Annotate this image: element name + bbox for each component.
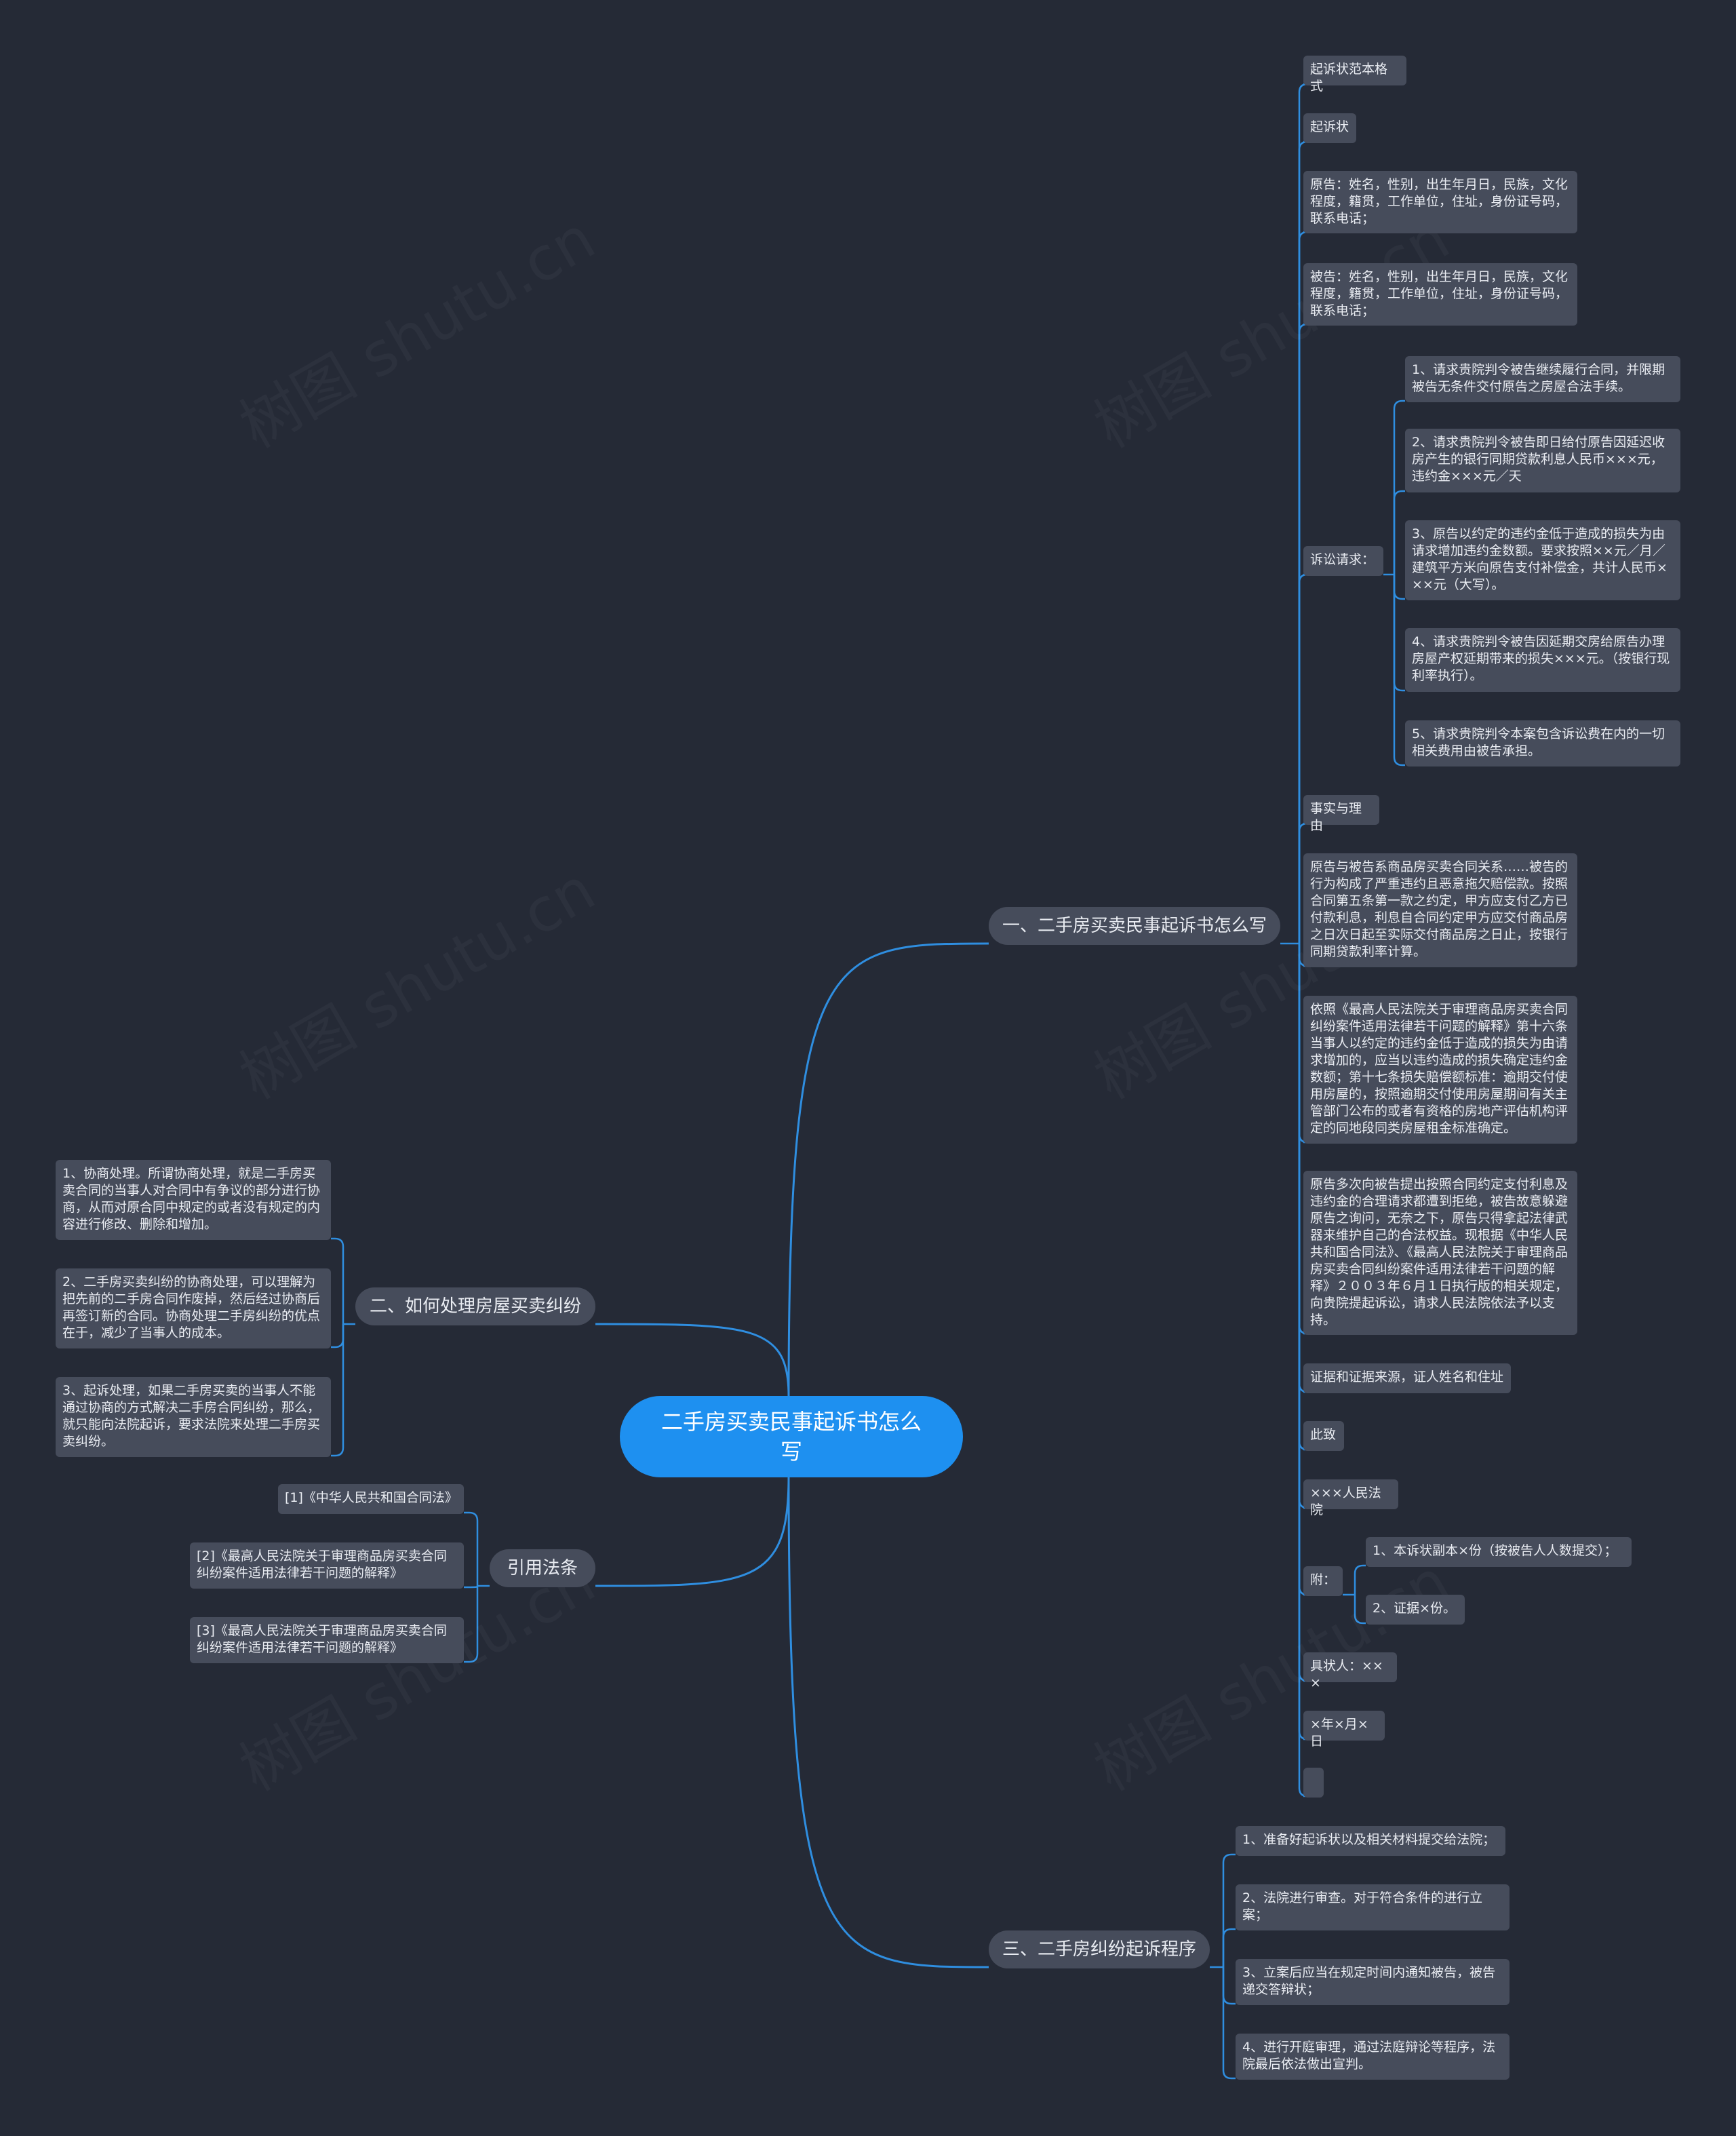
connector-line [1393,400,1405,575]
leaf-item-empty[interactable] [1303,1768,1324,1798]
connector-line [1393,575,1405,692]
attachment-item[interactable]: 1、本诉状副本×份（按被告人人数提交）； [1366,1537,1632,1567]
connector-line [787,942,989,1397]
leaf-item[interactable]: 原告：姓名，性别，出生年月日，民族，文化程度，籍贯，工作单位，住址，身份证号码，… [1303,171,1577,233]
connector-line [1222,1967,1236,2080]
leaf-item[interactable]: 2、二手房买卖纠纷的协商处理，可以理解为把先前的二手房合同作废掉，然后经过协商后… [56,1268,331,1348]
claim-item[interactable]: 4、请求贵院判令被告因延期交房给原告办理房屋产权延期带来的损失×××元。（按银行… [1405,628,1680,692]
connector-line [787,1477,989,1968]
connector-line [1393,490,1405,575]
leaf-item[interactable]: 起诉状 [1303,113,1356,143]
connector-line [331,1237,344,1324]
connector-line [1222,1928,1236,1967]
connector-line [464,1511,479,1586]
branch-topic-cited-laws[interactable]: 引用法条 [490,1549,595,1587]
leaf-item[interactable]: 此致 [1303,1421,1344,1451]
leaf-item[interactable]: 事实与理由 [1303,795,1379,833]
claim-item[interactable]: 5、请求贵院判令本案包含诉讼费在内的一切相关费用由被告承担。 [1405,720,1680,766]
connector-line [595,1477,790,1587]
leaf-item[interactable]: 3、起诉处理，如果二手房买卖的当事人不能通过协商的方式解决二手房合同纠纷，那么，… [56,1377,331,1457]
claim-item[interactable]: 1、请求贵院判令被告继续履行合同，并限期被告无条件交付原告之房屋合法手续。 [1405,356,1680,402]
claim-item[interactable]: 2、请求贵院判令被告即日给付原告因延迟收房产生的银行同期贷款利息人民币×××元，… [1405,429,1680,492]
connector-line [595,1323,790,1397]
procedure-step[interactable]: 4、进行开庭审理，通过法庭辩论等程序，法院最后依法做出宣判。 [1236,2034,1510,2080]
leaf-item[interactable]: ×××人民法院 [1303,1479,1398,1517]
branch-topic-procedure[interactable]: 三、二手房纠纷起诉程序 [989,1930,1210,1968]
connector-line [1393,575,1405,600]
leaf-item[interactable]: 证据和证据来源，证人姓名和住址 [1303,1363,1511,1393]
leaf-item[interactable]: 起诉状范本格式 [1303,56,1406,94]
procedure-step[interactable]: 3、立案后应当在规定时间内通知被告，被告递交答辩状； [1236,1959,1510,2005]
connector-line [1354,1564,1366,1595]
procedure-step[interactable]: 2、法院进行审查。对于符合条件的进行立案； [1236,1884,1510,1930]
attachment-item[interactable]: 2、证据×份。 [1366,1595,1465,1625]
law-citation[interactable]: [2]《最高人民法院关于审理商品房买卖合同纠纷案件适用法律若干问题的解释》 [190,1542,464,1589]
leaf-item-claims[interactable]: 诉讼请求： [1303,546,1383,576]
connector-line [1354,1595,1366,1625]
root-title: 二手房买卖民事起诉书怎么写 [660,1409,922,1464]
leaf-item[interactable]: 被告：姓名，性别，出生年月日，民族，文化程度，籍贯，工作单位，住址，身份证号码，… [1303,263,1577,326]
leaf-item[interactable]: 原告多次向被告提出按照合同约定支付利息及违约金的合理请求都遭到拒绝，被告故意躲避… [1303,1171,1577,1335]
law-citation[interactable]: [1]《中华人民共和国合同法》 [278,1484,464,1514]
leaf-item[interactable]: ×年×月×日 [1303,1711,1385,1749]
leaf-item[interactable]: 依照《最高人民法院关于审理商品房买卖合同纠纷案件适用法律若干问题的解释》第十六条… [1303,996,1577,1144]
connector-line [331,1324,344,1457]
branch-topic-how-to-write[interactable]: 一、二手房买卖民事起诉书怎么写 [989,907,1280,945]
connector-line [1222,1967,1236,2005]
leaf-item-attachments[interactable]: 附： [1303,1566,1343,1596]
leaf-item[interactable]: 1、协商处理。所谓协商处理，就是二手房买卖合同的当事人对合同中有争议的部分进行协… [56,1160,331,1240]
law-citation[interactable]: [3]《最高人民法院关于审理商品房买卖合同纠纷案件适用法律若干问题的解释》 [190,1617,464,1663]
connector-line [1222,1853,1236,1967]
leaf-item[interactable]: 原告与被告系商品房买卖合同关系……被告的行为构成了严重违约且恶意拖欠赔偿款。按照… [1303,853,1577,967]
connector-line [331,1324,344,1348]
claim-item[interactable]: 3、原告以约定的违约金低于造成的损失为由请求增加违约金数额。要求按照××元／月／… [1405,520,1680,600]
branch-topic-handle-dispute[interactable]: 二、如何处理房屋买卖纠纷 [355,1287,595,1325]
connector-line [1393,575,1405,766]
root-topic[interactable]: 二手房买卖民事起诉书怎么写 [620,1396,963,1477]
connector-line [1298,323,1308,944]
procedure-step[interactable]: 1、准备好起诉状以及相关材料提交给法院； [1236,1826,1505,1856]
leaf-item[interactable]: 具状人：××× [1303,1652,1397,1690]
connector-line [464,1586,479,1663]
